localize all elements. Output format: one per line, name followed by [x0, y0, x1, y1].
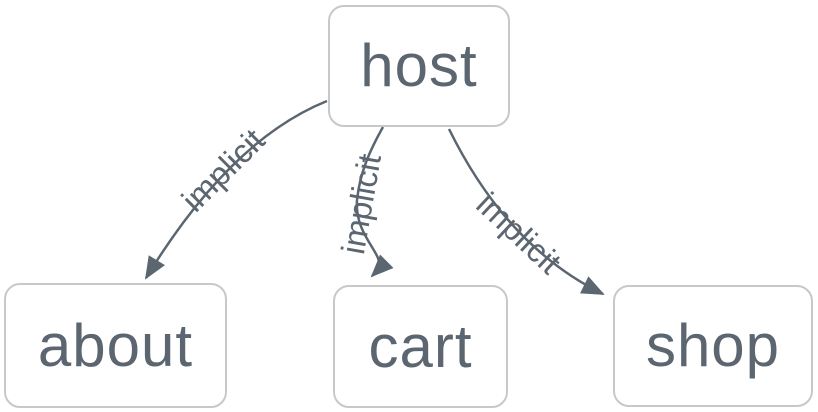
edge-host-cart — [355, 126, 394, 278]
node-about-label: about — [37, 311, 194, 379]
node-about: about — [4, 283, 227, 408]
edge-host-about — [144, 99, 328, 280]
edge-host-shop — [447, 128, 605, 296]
node-cart-label: cart — [368, 312, 473, 380]
node-shop: shop — [613, 285, 813, 407]
node-host-label: host — [360, 32, 478, 99]
node-cart: cart — [333, 285, 508, 408]
node-shop-label: shop — [645, 312, 781, 379]
node-host: host — [328, 5, 510, 127]
